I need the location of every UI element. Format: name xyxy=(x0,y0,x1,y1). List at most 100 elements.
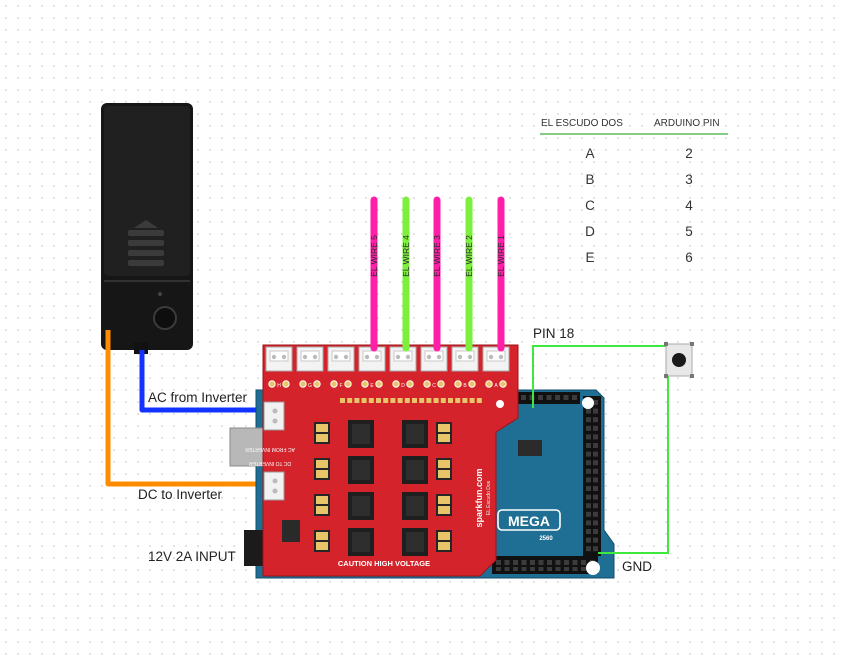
el-wire-label: EL WIRE 4 xyxy=(401,235,411,277)
header-pin xyxy=(555,560,561,565)
shield-ac-silk: AC FROM INVERTER xyxy=(245,446,295,452)
header-pin xyxy=(572,567,578,571)
header-pin xyxy=(504,560,510,565)
push-button xyxy=(664,342,694,378)
header-pin xyxy=(586,417,591,423)
shield-product-text: EL Escudo Dos xyxy=(486,480,492,515)
el-connector xyxy=(482,346,510,388)
inverter-lid xyxy=(104,106,190,276)
header-pin xyxy=(496,560,501,565)
header-pin xyxy=(586,460,591,466)
header-pin xyxy=(593,511,598,517)
arduino-mount-hole-top xyxy=(582,397,594,409)
el-wire: EL WIRE 4 xyxy=(401,196,411,352)
shield-header-pad xyxy=(354,398,360,403)
shield-pad-row xyxy=(340,398,482,403)
header-pin xyxy=(586,408,591,414)
table-cell-pin: 2 xyxy=(685,146,693,161)
el-connector xyxy=(265,346,293,388)
header-pin xyxy=(581,567,586,571)
shield-brand-text: sparkfun.com xyxy=(474,468,484,527)
table-cell-channel: C xyxy=(585,198,595,213)
shield-header-pad xyxy=(412,398,417,403)
header-pin xyxy=(530,567,535,571)
shield-header-pad xyxy=(347,398,353,403)
push-button-circuit xyxy=(532,342,694,554)
header-pin xyxy=(513,567,518,571)
header-pin xyxy=(593,451,598,457)
el-connector xyxy=(296,346,324,388)
header-pin xyxy=(572,560,578,565)
header-pin xyxy=(513,560,518,565)
inverter xyxy=(101,103,193,354)
header-pin xyxy=(593,443,598,448)
shield-header-pad xyxy=(462,398,468,403)
shield-caution-text: CAUTION HIGH VOLTAGE xyxy=(338,559,430,568)
dc-to-inverter-label: DC to Inverter xyxy=(138,487,223,502)
el-wires: EL WIRE 5 EL WIRE 4 EL WIRE 3 EL WIRE 2 EL W… xyxy=(369,196,506,352)
channel-letter: H xyxy=(277,383,281,389)
header-pin xyxy=(538,567,544,571)
inverter-led xyxy=(158,292,162,296)
el-wire: EL WIRE 5 xyxy=(369,196,379,352)
header-pin xyxy=(586,529,591,534)
header-pin xyxy=(586,520,591,526)
header-pin xyxy=(593,468,598,474)
header-pin xyxy=(581,560,586,565)
header-pin xyxy=(586,486,591,491)
shield-regulator xyxy=(282,520,300,542)
header-pin xyxy=(586,443,591,448)
shield-header-pad xyxy=(340,398,345,403)
channel-letter: E xyxy=(370,383,374,389)
inverter-power-button xyxy=(153,306,177,330)
channel-letter: G xyxy=(308,383,312,389)
header-pin xyxy=(593,529,598,534)
el-connector xyxy=(358,346,386,388)
header-pin xyxy=(564,567,569,571)
header-pin xyxy=(504,567,510,571)
gnd-wire xyxy=(598,359,686,554)
shield-header-pad xyxy=(419,398,425,403)
header-pin xyxy=(521,395,526,400)
header-pin xyxy=(593,486,598,491)
header-pin xyxy=(530,560,535,565)
header-pin xyxy=(547,567,552,571)
header-pin xyxy=(593,408,598,414)
header-pin xyxy=(496,567,501,571)
header-pin xyxy=(586,468,591,474)
el-wire: EL WIRE 3 xyxy=(432,196,442,352)
header-pin xyxy=(538,395,543,400)
shield-header-pad xyxy=(426,398,432,403)
arduino-model-text: MEGA xyxy=(508,513,550,529)
el-wire: EL WIRE 2 xyxy=(464,196,474,352)
header-pin xyxy=(586,434,591,440)
channel-letter: A xyxy=(494,383,498,389)
header-pin xyxy=(593,400,598,405)
table-header-channel: EL ESCUDO DOS xyxy=(541,118,623,129)
shield-el-connectors xyxy=(265,346,510,388)
ac-inverter-connector xyxy=(263,401,285,431)
table-cell-channel: E xyxy=(585,250,594,265)
header-pin xyxy=(593,417,598,423)
header-pin xyxy=(593,434,598,440)
header-pin xyxy=(521,567,527,571)
el-connector xyxy=(389,346,417,388)
header-pin xyxy=(546,395,552,400)
header-pin xyxy=(555,567,561,571)
el-wire-label: EL WIRE 3 xyxy=(432,235,442,277)
el-connector xyxy=(327,346,355,388)
header-pin xyxy=(586,546,591,552)
header-pin xyxy=(593,520,598,526)
header-pin xyxy=(593,425,598,431)
table-cell-pin: 5 xyxy=(685,224,693,239)
shield-header-pad xyxy=(361,398,367,403)
channel-letter: D xyxy=(401,383,405,389)
shield-header-pad xyxy=(469,398,475,403)
el-wire-label: EL WIRE 1 xyxy=(496,235,506,277)
channel-letter: C xyxy=(432,383,436,389)
shield-header-pad xyxy=(440,398,446,403)
header-pin xyxy=(593,460,598,466)
arduino-small-chip xyxy=(518,440,542,456)
header-pin xyxy=(586,503,591,509)
